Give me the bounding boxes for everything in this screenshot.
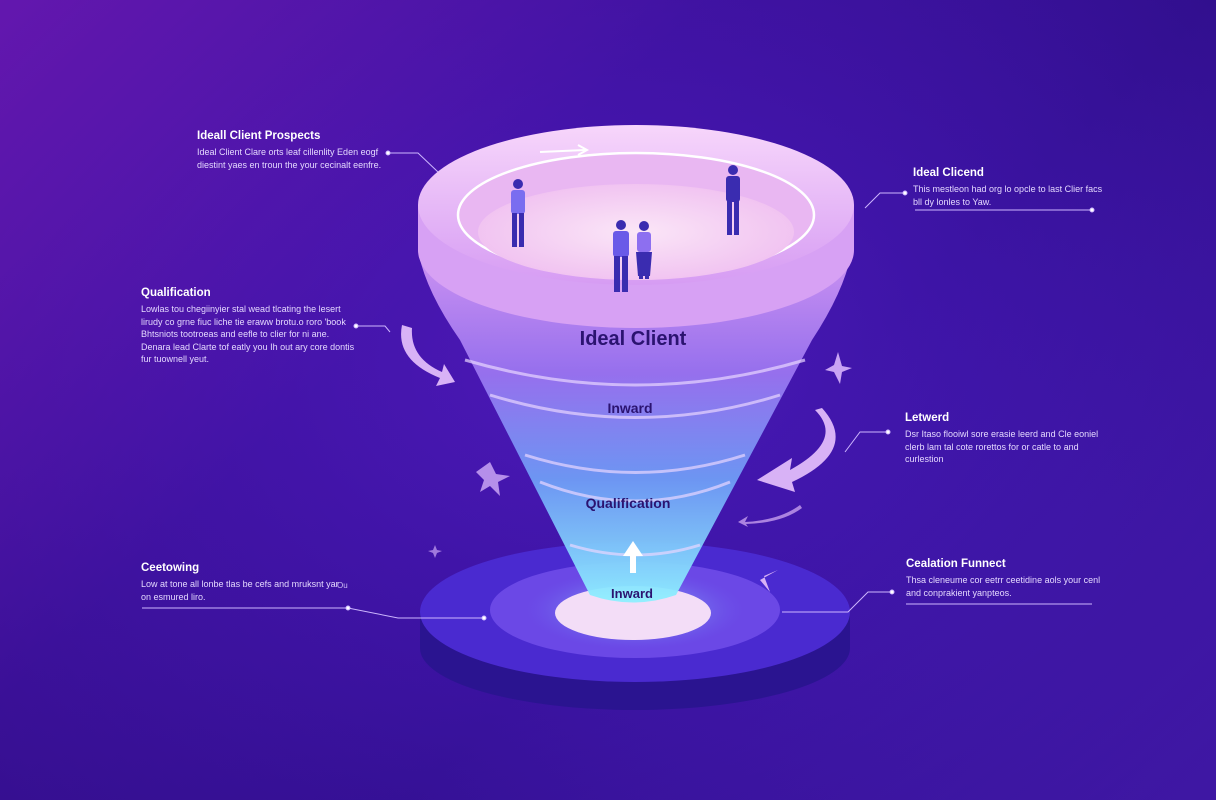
band-label-ideal-client: Ideal Client bbox=[580, 328, 687, 350]
curved-arrow-icons bbox=[401, 325, 836, 592]
note-aside-text: Ou bbox=[337, 581, 348, 590]
funnel-top-rim bbox=[418, 125, 854, 328]
band-label-qualification: Qualification bbox=[586, 495, 671, 511]
person-icon bbox=[613, 220, 629, 292]
person-icon bbox=[511, 179, 525, 247]
note-letwerd: Letwerd Dsr Itaso flooiwl sore erasie le… bbox=[905, 412, 1100, 466]
funnel-cone bbox=[418, 250, 852, 603]
note-title: Letwerd bbox=[905, 412, 950, 424]
note-title: Ideall Client Prospects bbox=[197, 130, 321, 142]
people-figures bbox=[511, 165, 740, 292]
note-title: Qualification bbox=[141, 287, 211, 299]
note-body: Low at tone all lonbe tlas be cefs and m… bbox=[141, 579, 339, 602]
note-body: Dsr Itaso flooiwl sore erasie leerd and … bbox=[905, 429, 1099, 464]
note-body: Lowlas tou chegiinyier stal wead tlcatin… bbox=[141, 304, 355, 364]
band-label-inward: Inward bbox=[607, 400, 652, 416]
star-icons bbox=[428, 352, 852, 558]
note-title: Ideal Clicend bbox=[913, 167, 984, 179]
note-body: Ideal Client Clare orts leaf cillenlity … bbox=[197, 147, 382, 170]
note-qualification: Qualification Lowlas tou chegiinyier sta… bbox=[141, 287, 356, 366]
up-arrow-icon bbox=[623, 541, 643, 573]
note-ideal-clicend: Ideal Clicend This mestleon had org lo o… bbox=[913, 167, 1103, 208]
band-label-inward-bottom: Inward bbox=[611, 586, 653, 601]
note-body: This mestleon had org lo opcle to last C… bbox=[913, 184, 1103, 207]
funnel-band-rings bbox=[464, 358, 806, 557]
note-title: Cealation Funnect bbox=[906, 558, 1006, 570]
note-ceetowing: Ceetowing Low at tone all lonbe tlas be … bbox=[141, 562, 341, 603]
note-ideal-client-prospects: Ideall Client Prospects Ideal Client Cla… bbox=[197, 130, 397, 171]
note-body: Thsa cleneume cor eetrr ceetidine aols y… bbox=[906, 575, 1101, 598]
note-title: Ceetowing bbox=[141, 562, 200, 574]
person-icon bbox=[726, 165, 740, 235]
note-cealation-funnect: Cealation Funnect Thsa cleneume cor eetr… bbox=[906, 558, 1101, 599]
person-icon bbox=[636, 221, 652, 279]
base-platform bbox=[420, 542, 850, 710]
connector-lines bbox=[142, 150, 1095, 621]
